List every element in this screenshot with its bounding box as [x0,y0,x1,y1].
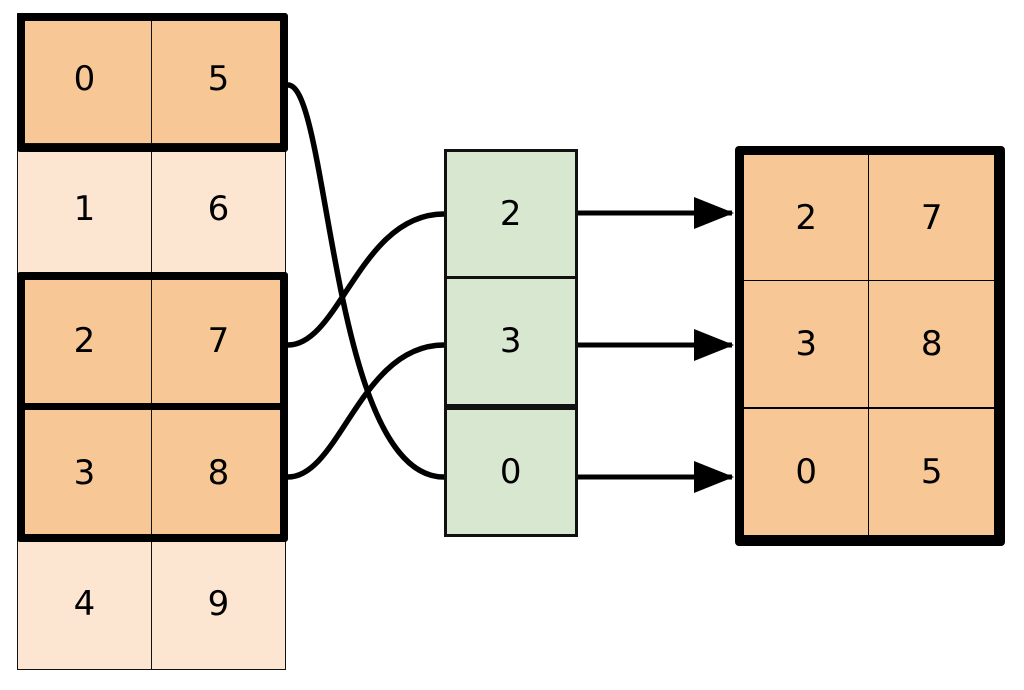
index-cell-1: 3 [444,276,578,407]
connector-curve-row-0-to-index-2 [285,82,447,480]
index-row-1[interactable]: 3 [444,276,578,409]
index-row-2[interactable]: 0 [444,406,578,540]
connector-curve-row-2-to-index-0 [285,211,447,348]
source-cell-value-4: 9 [150,538,287,671]
index-cell-0: 2 [444,149,578,280]
result-table-row-2[interactable]: 0 5 [743,408,997,538]
source-cell-value-2: 7 [150,275,287,407]
index-cell-2: 0 [444,406,578,537]
source-cell-key-0: 0 [17,13,153,145]
result-cell-key-0: 2 [743,154,870,282]
result-table: 2 7 3 8 0 5 [735,146,1005,546]
result-cell-value-1: 8 [868,280,996,409]
connector-curve-row-3-to-index-1 [285,342,447,480]
source-table-row-2[interactable]: 2 7 [17,275,288,409]
result-table-row-1[interactable]: 3 8 [743,280,997,410]
result-cell-key-2: 0 [743,408,870,537]
source-cell-key-3: 3 [17,406,153,539]
source-table: 0 5 1 6 2 7 3 8 4 9 [17,13,288,672]
source-table-row-4[interactable]: 4 9 [17,538,288,672]
result-table-row-0[interactable]: 2 7 [743,154,997,282]
result-cell-value-0: 7 [868,154,996,282]
source-table-row-3[interactable]: 3 8 [17,406,288,540]
source-table-row-1[interactable]: 1 6 [17,143,288,277]
source-cell-key-4: 4 [17,538,153,671]
result-cell-value-2: 5 [868,408,996,537]
source-cell-value-0: 5 [150,13,287,145]
index-row-0[interactable]: 2 [444,149,578,280]
source-highlight-row-divider [24,403,281,410]
source-cell-value-1: 6 [150,143,287,275]
index-column: 2 3 0 [444,149,578,540]
source-table-row-0[interactable]: 0 5 [17,13,288,145]
source-cell-key-1: 1 [17,143,153,275]
source-cell-value-3: 8 [150,406,287,539]
source-cell-key-2: 2 [17,275,153,407]
result-cell-key-1: 3 [743,280,870,409]
